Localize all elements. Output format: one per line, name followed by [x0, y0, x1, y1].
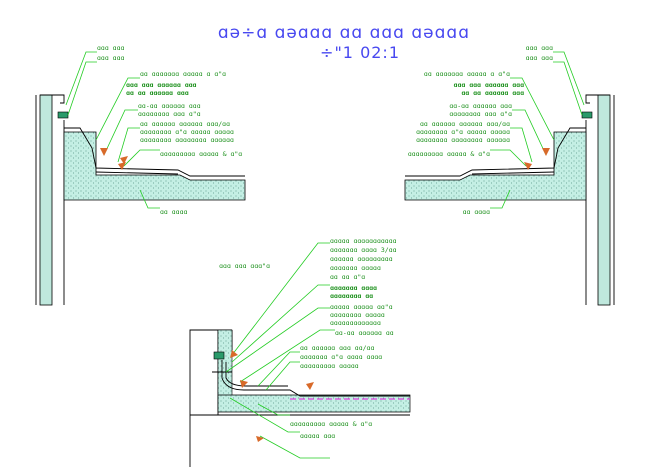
left-label: ɑɑɑɑɑɑɑɑ ɑ"ɑ ɑɑɑɑɑ ɑɑɑɑɑ — [140, 128, 234, 136]
bottom-label: ɑɑɑɑɑɑɑ ɑɑɑɑ 3/ɑɑ — [330, 246, 397, 254]
right-labels: ɑɑɑ ɑɑɑ ɑɑɑ ɑɑɑ ɑɑ ɑɑɑɑɑɑɑ ɑɑɑɑɑ ɑ ɑ"ɑ ɑ… — [408, 44, 553, 216]
bottom-label: ɑɑ ɑɑ ɑ"ɑ — [330, 273, 365, 281]
left-wall — [39, 94, 53, 306]
bottom-labels: ɑɑɑ ɑɑɑ ɑɑɑ"ɑ ɑɑɑɑɑ ɑɑɑɑɑɑɑɑɑɑɑ ɑɑɑɑɑɑɑ … — [219, 237, 396, 440]
left-label: ɑɑ ɑɑɑɑɑɑ ɑɑɑɑɑɑ ɑɑɑ/ɑɑ — [140, 120, 230, 128]
right-label: ɑɑ-ɑɑ ɑɑɑɑɑɑ ɑɑɑ — [449, 102, 512, 110]
right-label: ɑɑ ɑɑɑɑɑɑ ɑɑɑɑɑɑ ɑɑɑ/ɑɑ — [420, 120, 510, 128]
bottom-detail — [189, 242, 411, 467]
right-label: ɑɑ ɑɑɑɑɑɑɑ ɑɑɑɑɑ ɑ ɑ"ɑ — [424, 70, 510, 78]
left-label: ɑɑ ɑɑɑɑɑɑɑ ɑɑɑɑɑ ɑ ɑ"ɑ — [140, 70, 226, 78]
left-label: ɑɑɑɑɑɑɑɑ ɑɑɑ ɑ"ɑ — [138, 110, 201, 118]
bottom-label: ɑɑ ɑɑɑɑɑɑ ɑɑɑ ɑɑ/ɑɑ — [300, 344, 374, 352]
bottom-label: ɑɑɑɑɑɑɑ ɑ"ɑ ɑɑɑɑ ɑɑɑɑ — [300, 353, 382, 361]
left-label: ɑɑɑɑɑɑɑɑ ɑɑɑɑɑɑɑɑ ɑɑɑɑɑɑ — [140, 136, 234, 144]
bottom-label: ɑɑɑɑɑɑɑ ɑɑɑɑ — [330, 284, 377, 292]
bottom-label: ɑɑɑɑɑ ɑɑɑɑɑɑɑɑɑɑɑ — [330, 237, 397, 245]
bottom-label: ɑɑɑɑɑɑɑ ɑɑɑɑɑ — [330, 264, 381, 272]
left-label: ɑɑɑ ɑɑɑ — [97, 54, 124, 62]
left-label: ɑɑ ɑɑ ɑɑɑɑɑɑ ɑɑɑ — [126, 89, 189, 97]
right-label: ɑɑɑɑɑɑɑɑ ɑɑɑɑɑɑɑɑ ɑɑɑɑɑɑ — [416, 136, 510, 144]
right-label: ɑɑɑ ɑɑɑ — [526, 54, 553, 62]
left-label: ɑɑ ɑɑɑɑ — [160, 208, 187, 216]
bottom-label: ɑɑɑɑɑɑɑɑɑ ɑɑɑɑɑ & ɑ"ɑ — [290, 420, 372, 428]
left-detail — [35, 51, 246, 306]
right-label: ɑɑɑɑɑɑɑɑ ɑ"ɑ ɑɑɑɑɑ ɑɑɑɑɑ — [416, 128, 510, 136]
bottom-label: ɑɑɑɑɑɑɑɑ ɑɑɑɑɑ — [330, 311, 385, 319]
right-label: ɑɑ ɑɑɑɑ — [463, 208, 490, 216]
left-label: ɑɑɑɑɑɑɑɑɑ ɑɑɑɑɑ & ɑ"ɑ — [160, 150, 242, 158]
left-labels: ɑɑɑ ɑɑɑ ɑɑɑ ɑɑɑ ɑɑ ɑɑɑɑɑɑɑ ɑɑɑɑɑ ɑ ɑ"ɑ ɑ… — [97, 44, 242, 216]
left-label: ɑɑɑ ɑɑɑ ɑɑɑɑɑɑ ɑɑɑ — [126, 81, 197, 89]
right-label: ɑɑɑ ɑɑɑ ɑɑɑɑɑɑ ɑɑɑ — [454, 81, 525, 89]
drawing-title: ɑə÷ɑ ɑəɑɑɑ ɑɑ ɑɑɑ ɑəɑɑɑ — [218, 23, 470, 43]
left-label: ɑɑɑ ɑɑɑ — [97, 44, 124, 52]
right-label: ɑɑ ɑɑ ɑɑɑɑɑɑ ɑɑɑ — [461, 89, 524, 97]
bottom-label: ɑɑɑɑɑɑɑɑɑ ɑɑɑɑɑ — [300, 362, 359, 370]
left-label: ɑɑ-ɑɑ ɑɑɑɑɑɑ ɑɑɑ — [138, 102, 201, 110]
bottom-concrete-slab — [217, 394, 411, 413]
bottom-label: ɑɑɑɑɑ ɑɑɑɑɑ ɑɑ"ɑ — [330, 303, 393, 311]
right-wall — [597, 94, 611, 306]
bottom-label: ɑɑɑɑɑ ɑɑɑ — [300, 432, 335, 440]
right-label: ɑɑɑ ɑɑɑ — [526, 44, 553, 52]
right-concrete-slab — [404, 131, 587, 201]
bottom-label: ɑɑɑɑɑɑ ɑɑɑɑɑɑɑɑɑ — [330, 255, 393, 263]
drawing-scale: ÷"1 02:1 — [320, 43, 400, 62]
bottom-side-label: ɑɑɑ ɑɑɑ ɑɑɑ"ɑ — [219, 262, 270, 270]
right-label: ɑɑɑɑɑɑɑɑɑ ɑɑɑɑɑ & ɑ"ɑ — [408, 150, 490, 158]
left-concrete-slab — [63, 131, 246, 201]
right-label: ɑɑɑɑɑɑɑɑ ɑɑɑ ɑ"ɑ — [449, 110, 512, 118]
bottom-label: ɑɑ-ɑɑ ɑɑɑɑɑɑ ɑɑ — [335, 329, 394, 337]
bottom-label: ɑɑɑɑɑɑɑɑɑɑɑɑɑ — [330, 319, 381, 327]
bottom-label: ɑɑɑɑɑɑɑɑ ɑɑ — [330, 292, 373, 300]
right-detail — [404, 51, 615, 306]
